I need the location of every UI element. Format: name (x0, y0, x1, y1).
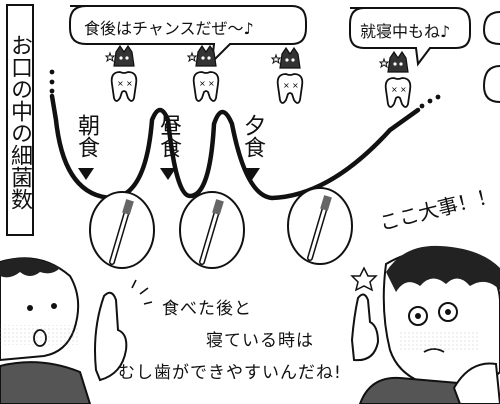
meal-label-breakfast: 朝食 (74, 114, 99, 158)
svg-text:×: × (199, 79, 206, 88)
toothbrush-circle-1 (89, 191, 155, 269)
toothbrush-circle-2 (179, 191, 245, 269)
caption-line-3: むし歯ができやすいんだね! (118, 363, 342, 383)
bacteria-curve (49, 93, 421, 201)
bubble-text-right: 就寝中もね♪ (360, 22, 451, 41)
svg-text:×: × (391, 85, 398, 94)
svg-text:×: × (117, 79, 124, 88)
tooth-bacteria-2: × × (186, 44, 220, 102)
dinner-marker (244, 168, 260, 180)
speech-bubble-right (349, 7, 471, 67)
svg-text:×: × (126, 79, 133, 88)
svg-text:×: × (283, 81, 290, 90)
edge-bubble-bottom (482, 65, 500, 103)
svg-text:×: × (292, 81, 299, 90)
tooth-bacteria-1: × × (104, 44, 138, 102)
meal-label-lunch: 昼食 (156, 114, 181, 158)
meal-label-dinner: 夕食 (240, 114, 265, 158)
lunch-marker (160, 168, 176, 180)
caption-line-2: 寝ている時は (206, 331, 314, 351)
boy-character (350, 245, 500, 404)
svg-text:×: × (208, 79, 215, 88)
svg-text:×: × (400, 85, 407, 94)
tooth-bacteria-3: × × (270, 46, 304, 104)
tooth-bacteria-4: × × (378, 50, 412, 108)
girl-character (0, 257, 153, 404)
bacteria-count-label: お口の中の細菌数 (6, 4, 34, 236)
edge-bubble-top (482, 11, 500, 45)
toothbrush-circle-3 (287, 187, 353, 265)
breakfast-marker (78, 168, 94, 180)
caption-line-1: 食べた後と (162, 299, 252, 319)
bubble-text-left: 食後はチャンスだぜ〜♪ (84, 19, 254, 38)
